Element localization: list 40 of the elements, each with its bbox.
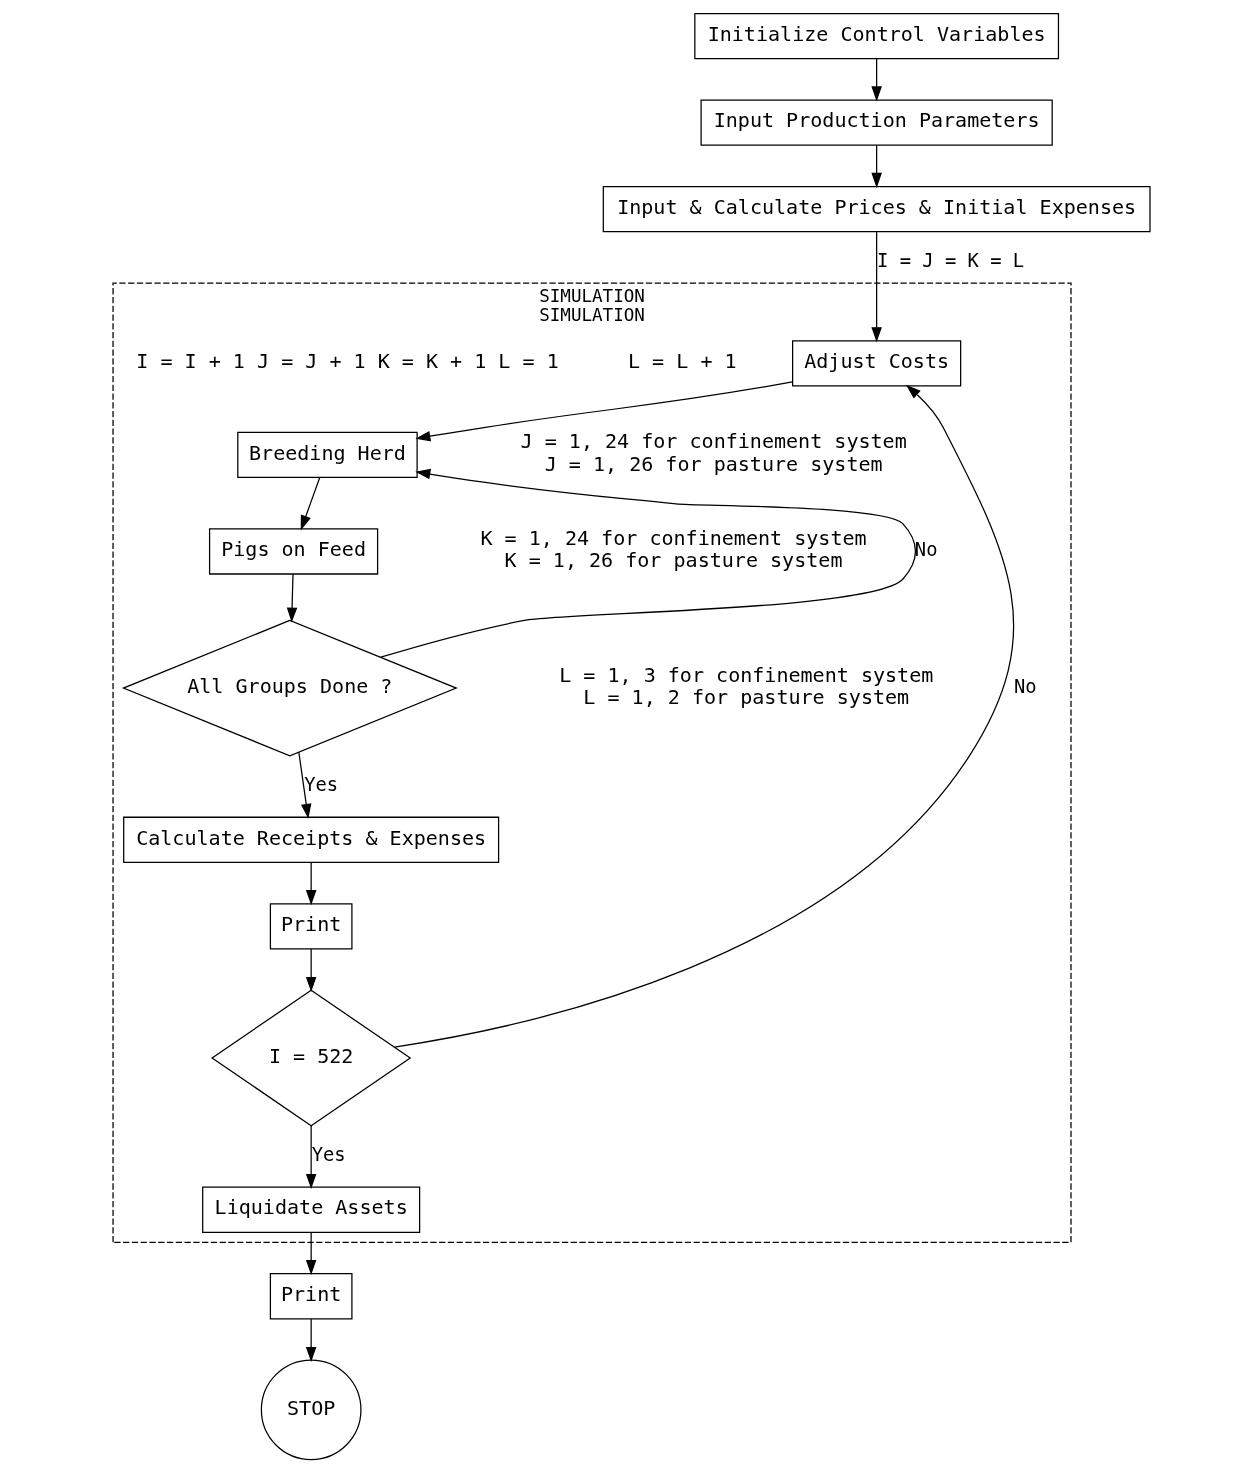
node-box: Input Production Parameters xyxy=(700,99,1053,146)
arrow xyxy=(380,468,916,658)
node-box: Breeding Herd xyxy=(237,431,418,479)
arrow xyxy=(298,751,312,819)
arrow xyxy=(305,1231,317,1275)
arrow xyxy=(300,476,321,531)
arrow xyxy=(305,862,317,906)
node-label: L = 1, 3 for confinement system xyxy=(559,662,934,687)
node-circle: STOP xyxy=(260,1359,362,1461)
edge-label: No xyxy=(1013,675,1037,697)
arrow xyxy=(305,1125,317,1189)
node-label: J = 1, 26 for pasture system xyxy=(544,451,883,476)
arrow xyxy=(871,144,882,188)
node-box: Liquidate Assets xyxy=(202,1186,421,1233)
edge-label: Yes xyxy=(304,773,339,795)
node-label: J = 1, 24 for confinement system xyxy=(520,429,907,454)
arrow xyxy=(286,573,298,623)
node-label: K = 1, 26 for pasture system xyxy=(504,548,843,573)
arrow xyxy=(871,58,882,102)
node-diamond: I = 522 xyxy=(211,989,412,1127)
node-box: Calculate Receipts & Expenses xyxy=(123,816,500,863)
edge-label: No xyxy=(914,538,938,560)
label: I = I + 1 J = J + 1 K = K + 1 L = 1 xyxy=(136,349,559,374)
node-box: Input & Calculate Prices & Initial Expenses xyxy=(602,185,1151,233)
node-box: Print xyxy=(269,903,353,950)
arrow xyxy=(871,231,882,343)
node-diamond: All Groups Done ? xyxy=(121,619,458,757)
node-label: K = 1, 24 for confinement system xyxy=(480,525,867,550)
arrow xyxy=(415,381,793,442)
node-box: Initialize Control Variables xyxy=(694,12,1060,60)
arrow xyxy=(394,384,1015,1048)
label: L = L + 1 xyxy=(627,349,737,374)
node-box: Adjust Costs xyxy=(792,340,962,387)
edge-label: I = J = K = L xyxy=(877,249,1025,271)
node-label: L = 1, 2 for pasture system xyxy=(583,685,910,710)
edge-label: Yes xyxy=(311,1143,346,1165)
node-box: Pigs on Feed xyxy=(208,528,379,575)
arrow xyxy=(305,1318,317,1362)
arrow xyxy=(305,948,317,993)
node-box: Print xyxy=(269,1273,353,1320)
